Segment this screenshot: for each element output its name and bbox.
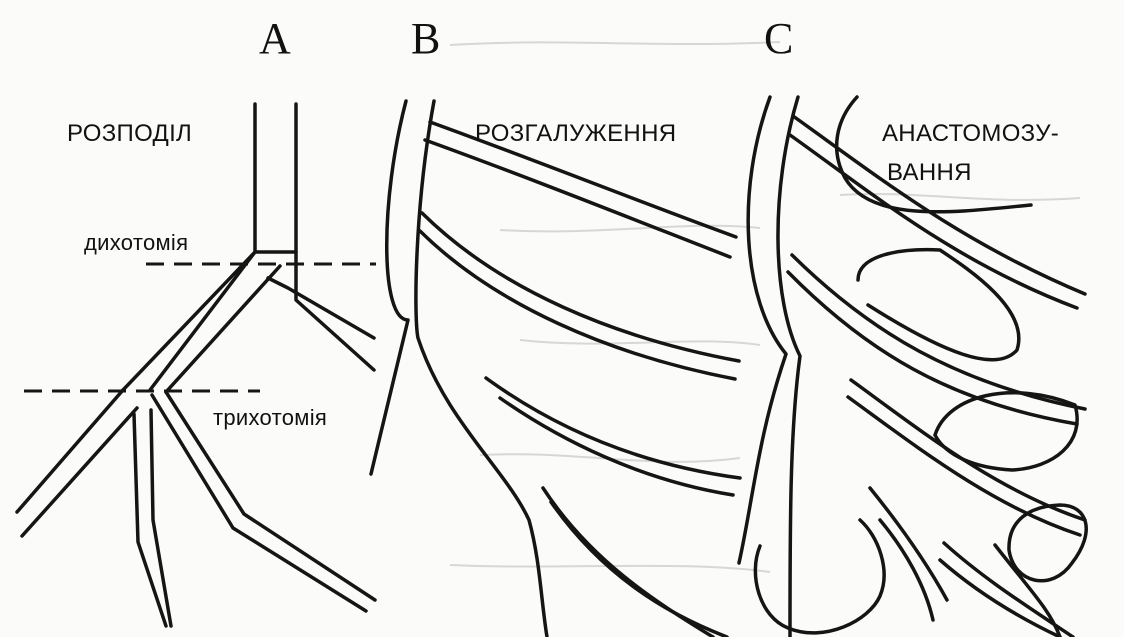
panel-b-title: РОЗГАЛУЖЕННЯ bbox=[475, 120, 676, 149]
panel-c-loop-2 bbox=[858, 250, 1019, 360]
panel-b-drawing bbox=[371, 101, 740, 637]
panel-b-main-left bbox=[371, 101, 408, 474]
panel-c-loop-3 bbox=[935, 393, 1077, 470]
trichotomy-label: трихотомія bbox=[213, 405, 327, 431]
panel-c-lower-branch-upper bbox=[870, 488, 947, 600]
panel-b-branch-2-upper bbox=[422, 213, 739, 361]
panel-a-main-trunk bbox=[150, 252, 255, 390]
panel-c-title-line-1: АНАСТОМОЗУ- bbox=[882, 120, 1059, 149]
panel-a-upper-right-vein bbox=[255, 104, 296, 252]
panel-c-letter: C bbox=[764, 17, 793, 61]
panel-c-branch-4-lower bbox=[940, 560, 1060, 637]
panel-b-letter: B bbox=[411, 17, 440, 61]
panel-a-drawing bbox=[17, 104, 376, 626]
panel-b-main-right bbox=[416, 101, 547, 637]
panel-b-branch-1-lower bbox=[425, 140, 730, 257]
dichotomy-label: дихотомія bbox=[84, 230, 188, 256]
panel-b-branch-3-upper bbox=[486, 378, 740, 478]
panel-a-letter: A bbox=[259, 17, 291, 61]
panel-a-left-lower-inner bbox=[22, 408, 137, 536]
panel-a-right-branch bbox=[268, 278, 374, 338]
panel-a-right-branch-inner bbox=[296, 252, 374, 370]
panel-a-title: РОЗПОДІЛ bbox=[67, 120, 192, 149]
panel-a-left-lower-outer bbox=[17, 390, 123, 512]
panel-c-title-line-2: ВАННЯ bbox=[887, 159, 972, 188]
panel-c-branch-2-upper bbox=[792, 255, 1085, 409]
panel-c-branch-2-lower bbox=[788, 272, 1077, 424]
panel-c-main-left bbox=[739, 97, 786, 563]
panel-b-branch-4-upper bbox=[543, 488, 713, 637]
panel-b-branch-4-lower bbox=[551, 502, 727, 637]
panel-c-loop-5 bbox=[755, 520, 884, 633]
